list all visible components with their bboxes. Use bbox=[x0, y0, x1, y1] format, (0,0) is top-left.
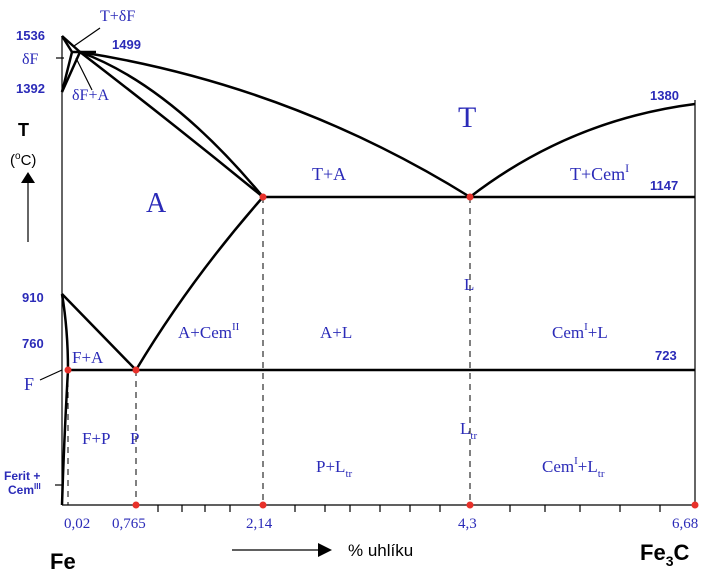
label-delta-f: δF bbox=[22, 51, 39, 68]
label-a: A bbox=[146, 188, 167, 219]
label-ferit-line2: CemIII bbox=[8, 482, 41, 497]
point-4-3 bbox=[466, 193, 474, 201]
point-eutectoid bbox=[132, 366, 140, 374]
temp-910: 910 bbox=[22, 290, 44, 305]
a3-line bbox=[61, 293, 137, 371]
x-axis-ticks bbox=[157, 505, 661, 512]
leader-delta-f-a bbox=[75, 57, 93, 91]
label-a-cem2: A+CemII bbox=[178, 321, 240, 342]
solvus-curve bbox=[60, 369, 70, 506]
temp-1147: 1147 bbox=[650, 178, 678, 193]
left-end-label: Fe bbox=[50, 549, 76, 574]
leader-f bbox=[39, 369, 63, 381]
label-t-cem: T+CemI bbox=[570, 161, 629, 184]
delta-solidus-line bbox=[60, 35, 74, 53]
label-l: L bbox=[464, 275, 474, 294]
label-ferit-line1: Ferit + bbox=[4, 469, 40, 483]
liquidus-hypereutectic-curve bbox=[79, 50, 471, 199]
label-ltr: Ltr bbox=[460, 419, 477, 442]
liquidus-cementite-curve bbox=[469, 102, 696, 198]
y-axis-unit: (oC) bbox=[10, 151, 36, 169]
solidus-curve bbox=[79, 51, 264, 198]
x-tick-0-765: 0,765 bbox=[112, 516, 146, 532]
temp-1392: 1392 bbox=[16, 81, 45, 96]
x-tick-6-68: 6,68 bbox=[672, 516, 698, 532]
label-a-l: A+L bbox=[320, 323, 352, 342]
right-end-label: Fe3C bbox=[640, 540, 689, 569]
temp-723: 723 bbox=[655, 348, 677, 363]
acm-line bbox=[134, 196, 264, 371]
y-axis-arrow-head bbox=[21, 172, 35, 183]
temp-1380: 1380 bbox=[650, 88, 679, 103]
y-axis-label: T bbox=[18, 120, 29, 140]
label-t-delta-f: T+δF bbox=[100, 8, 135, 25]
point-axis-2-14 bbox=[259, 501, 267, 509]
label-f: F bbox=[24, 374, 34, 394]
x-axis-arrow-head bbox=[318, 543, 332, 557]
x-tick-0-02: 0,02 bbox=[64, 516, 90, 532]
x-tick-4-3: 4,3 bbox=[458, 516, 477, 532]
label-cem1-l: CemI+L bbox=[552, 321, 608, 342]
liquidus-austenite-curve bbox=[79, 50, 264, 198]
temp-760: 760 bbox=[22, 336, 44, 351]
label-f-p: F+P bbox=[82, 429, 111, 448]
leader-t-delta-f bbox=[73, 27, 101, 47]
point-axis-6-68 bbox=[691, 501, 699, 509]
label-t-a: T+A bbox=[312, 164, 346, 184]
point-eutectic bbox=[259, 193, 267, 201]
label-p-ltr: P+Ltr bbox=[316, 457, 352, 480]
x-axis-label: % uhlíku bbox=[348, 541, 413, 560]
ferrite-boundary-curve bbox=[60, 293, 70, 371]
point-axis-4-3 bbox=[466, 501, 474, 509]
point-axis-0-765 bbox=[132, 501, 140, 509]
x-tick-2-14: 2,14 bbox=[246, 516, 273, 532]
label-f-a: F+A bbox=[72, 348, 104, 367]
label-t-upper: T bbox=[458, 101, 476, 134]
label-delta-f-a: δF+A bbox=[72, 87, 109, 104]
temp-1499: 1499 bbox=[112, 37, 141, 52]
point-eutectoid-ferrite bbox=[64, 366, 72, 374]
temp-1536: 1536 bbox=[16, 28, 45, 43]
label-p: P bbox=[130, 429, 139, 448]
label-cem1-ltr: CemI+Ltr bbox=[542, 455, 605, 480]
